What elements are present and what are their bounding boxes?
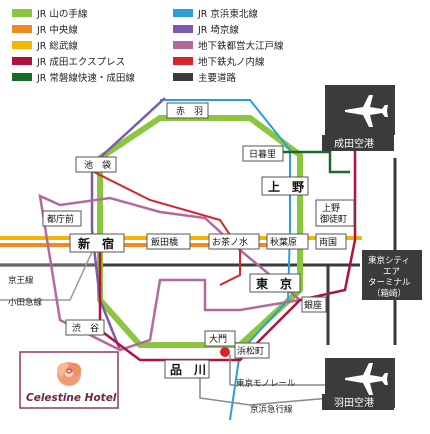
- legend-swatch-saikyo: [173, 25, 193, 33]
- haneda-airport-label-bg: [322, 394, 394, 410]
- station-ikebukuro: 池 袋: [84, 159, 111, 171]
- legend-swatch-joban: [12, 73, 32, 81]
- tcat-line1: 東京シティ: [368, 255, 410, 266]
- rose-icon: [57, 362, 81, 386]
- hotel-marker[interactable]: [220, 347, 230, 357]
- tcat-line2: エア: [383, 267, 400, 277]
- line-saikyo: [90, 97, 166, 351]
- line-narita-express: [98, 145, 357, 362]
- station-ueno: 上 野: [268, 179, 304, 194]
- narita-plane-icon: [345, 95, 388, 127]
- legend-label-yamanote: JR 山の手線: [36, 8, 88, 20]
- station-tochomae: 都庁前: [47, 213, 74, 225]
- station-ryogoku-box[interactable]: [315, 233, 347, 250]
- station-tokyo-box[interactable]: [249, 273, 301, 293]
- station-akabane-box[interactable]: [166, 102, 209, 119]
- line-odakyu: [0, 251, 93, 301]
- legend-label-oedo: 地下鉄都営大江戸線: [198, 40, 284, 52]
- station-ochanomizu-box[interactable]: [208, 233, 260, 250]
- station-tokyo: 東 京: [256, 276, 292, 291]
- label-keio: 京王線: [8, 275, 34, 286]
- station-iidabashi-box[interactable]: [146, 233, 191, 250]
- label-keikyu: 京浜急行線: [250, 404, 293, 415]
- station-hamamatsucho: 浜松町: [237, 345, 264, 357]
- line-marunouchi: [89, 169, 241, 286]
- station-ueno-okachimachi-line1: 上野: [322, 203, 340, 214]
- station-nippori: 日暮里: [249, 148, 276, 160]
- station-ueno-okachimachi-box[interactable]: [315, 199, 355, 227]
- station-ueno-okachimachi-line2: 御徒町: [320, 213, 347, 225]
- legend-label-road: 主要道路: [198, 72, 237, 84]
- stations: 赤 羽 池 袋 日暮里 上 野 上野 御徒町 都庁前 新 宿 飯田橋 お茶ノ水 …: [42, 102, 355, 379]
- station-daimon-box[interactable]: [204, 330, 236, 347]
- tcat-line4: （箱崎）: [372, 288, 406, 299]
- station-shinjuku: 新 宿: [78, 236, 114, 251]
- legend-label-saikyo: JR 埼京線: [197, 24, 239, 36]
- airport-haneda: 羽田空港: [334, 396, 374, 409]
- legend-label-keihin: JR 京浜東北線: [197, 8, 258, 20]
- legend-swatch-sobu: [12, 41, 32, 49]
- station-hamamatsucho-box[interactable]: [234, 342, 270, 359]
- line-keikyu: [199, 360, 331, 406]
- legend-label-nex: JR 成田エクスプレス: [36, 56, 125, 68]
- legend-label-joban: JR 常磐線快速・成田線: [36, 72, 135, 84]
- legend: JR 山の手線 JR 中央線 JR 総武線 JR 成田エクスプレス JR 常磐線…: [12, 8, 284, 84]
- hotel-logo[interactable]: Celestine Hotel: [19, 351, 119, 409]
- station-akihabara: 秋葉原: [270, 236, 297, 248]
- legend-label-sobu: JR 総武線: [36, 40, 78, 52]
- station-ueno-box[interactable]: [261, 176, 309, 196]
- station-tochomae-box[interactable]: [42, 210, 82, 227]
- legend-swatch-chuo: [12, 25, 32, 33]
- legend-swatch-keihin: [173, 9, 193, 17]
- station-daimon: 大門: [209, 333, 227, 345]
- legend-swatch-nex: [12, 57, 32, 65]
- narita-airport[interactable]: 成田空港: [322, 85, 395, 151]
- legend-swatch-marunouchi: [173, 57, 193, 65]
- station-ikebukuro-box[interactable]: [75, 156, 117, 173]
- tcat[interactable]: 東京シティ エア ターミナル （箱崎）: [362, 250, 422, 300]
- station-shinagawa-box[interactable]: [164, 359, 210, 379]
- station-nippori-box[interactable]: [242, 145, 284, 162]
- station-akabane: 赤 羽: [176, 106, 203, 117]
- haneda-airport[interactable]: 羽田空港: [322, 358, 395, 410]
- legend-label-chuo: JR 中央線: [36, 24, 78, 36]
- haneda-plane-icon: [345, 363, 388, 395]
- station-shinagawa: 品 川: [170, 363, 206, 377]
- legend-label-marunouchi: 地下鉄丸ノ内線: [198, 56, 265, 68]
- station-ginza: 銀座: [304, 299, 322, 311]
- station-shibuya-box[interactable]: [65, 319, 105, 336]
- airport-narita: 成田空港: [334, 137, 374, 150]
- line-oedo: [38, 193, 303, 352]
- station-iidabashi: 飯田橋: [151, 236, 178, 248]
- label-monorail: 東京モノレール: [236, 378, 296, 389]
- legend-swatch-oedo: [173, 41, 193, 49]
- legend-swatch-yamanote: [12, 9, 32, 17]
- legend-swatch-road: [173, 73, 193, 81]
- station-ginza-box[interactable]: [301, 296, 327, 313]
- tcat-box[interactable]: [362, 250, 422, 300]
- narita-airport-label-bg: [322, 135, 394, 151]
- hotel-name: Celestine Hotel: [26, 392, 117, 404]
- tcat-line3: ターミナル: [368, 278, 411, 288]
- station-ochanomizu: お茶ノ水: [212, 236, 248, 248]
- station-shibuya: 渋 谷: [72, 322, 99, 334]
- line-joban: [260, 150, 350, 174]
- station-akihabara-box[interactable]: [266, 233, 309, 250]
- label-odakyu: 小田急線: [8, 297, 43, 308]
- station-ryogoku: 両国: [319, 237, 337, 248]
- station-shinjuku-box[interactable]: [69, 233, 125, 253]
